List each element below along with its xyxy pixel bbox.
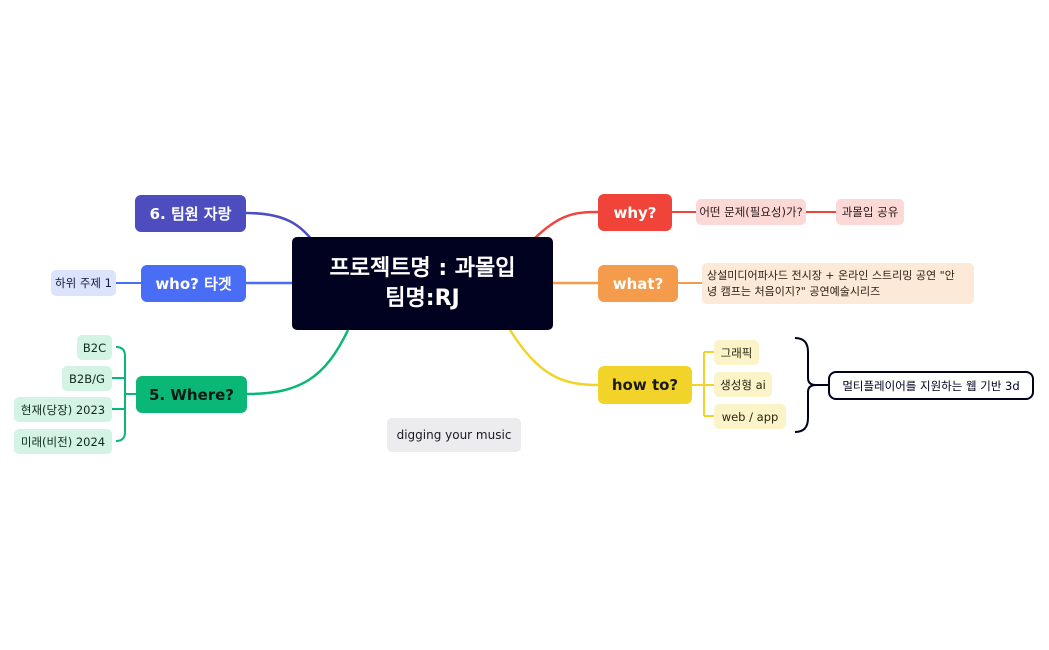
connector-team	[245, 211, 313, 241]
branch-why[interactable]: why?	[598, 194, 672, 231]
leaf-what-detail-line1: 상설미디어파사드 전시장 + 온라인 스트리밍 공연 "안	[707, 268, 955, 282]
leaf-how-web[interactable]: web / app	[714, 404, 786, 429]
leaf-what-detail[interactable]: 상설미디어파사드 전시장 + 온라인 스트리밍 공연 "안 녕 캠프는 처음이지…	[702, 263, 974, 304]
branch-who[interactable]: who? 타겟	[141, 265, 246, 302]
summary-note[interactable]: 멀티플레이어를 지원하는 웹 기반 3d	[828, 371, 1034, 400]
leaf-how-graphic[interactable]: 그래픽	[714, 340, 759, 365]
branch-where-label: 5. Where?	[148, 385, 235, 404]
connector-where	[246, 329, 350, 396]
leaf-where-b2c[interactable]: B2C	[77, 335, 112, 360]
leaf-where-now[interactable]: 현재(당장) 2023	[14, 397, 112, 422]
branch-how-label: how to?	[611, 376, 679, 394]
central-topic[interactable]: 프로젝트명 : 과몰입 팀명:RJ	[292, 237, 553, 330]
summary-note-label: 멀티플레이어를 지원하는 웹 기반 3d	[842, 378, 1020, 393]
leaf-why-problem-label: 어떤 문제(필요성)가?	[699, 205, 803, 219]
branch-what-label: what?	[612, 274, 664, 293]
branch-how[interactable]: how to?	[598, 366, 692, 404]
branch-where[interactable]: 5. Where?	[136, 376, 247, 413]
connector-how-items	[692, 350, 714, 417]
floating-topic[interactable]: digging your music	[387, 418, 521, 452]
connector-where-items	[110, 346, 136, 442]
leaf-who-sub[interactable]: 하위 주제 1	[51, 270, 116, 296]
leaf-why-problem[interactable]: 어떤 문제(필요성)가?	[696, 199, 806, 225]
floating-topic-label: digging your music	[396, 428, 512, 442]
leaf-how-ai[interactable]: 생성형 ai	[714, 372, 772, 397]
connector-why	[534, 210, 599, 239]
leaf-where-b2b-label: B2B/G	[69, 371, 105, 386]
leaf-how-graphic-label: 그래픽	[720, 345, 753, 360]
branch-who-label: who? 타겟	[155, 275, 232, 293]
branch-team-label: 6. 팀원 자랑	[149, 205, 232, 223]
leaf-why-share[interactable]: 과몰입 공유	[836, 199, 904, 225]
leaf-what-detail-line2: 녕 캠프는 처음이지?" 공연예술시리즈	[707, 284, 881, 298]
leaf-how-ai-label: 생성형 ai	[720, 377, 766, 392]
central-topic-title: 프로젝트명 : 과몰입	[329, 255, 516, 281]
central-topic-team: 팀명:RJ	[385, 285, 460, 311]
leaf-where-b2b[interactable]: B2B/G	[62, 366, 112, 391]
leaf-why-share-label: 과몰입 공유	[841, 205, 899, 219]
connector-how	[508, 329, 599, 387]
summary-brace	[794, 337, 817, 433]
leaf-how-web-label: web / app	[721, 409, 779, 424]
branch-team[interactable]: 6. 팀원 자랑	[135, 195, 246, 232]
leaf-who-sub-label: 하위 주제 1	[55, 276, 112, 290]
leaf-where-now-label: 현재(당장) 2023	[20, 402, 106, 417]
leaf-where-b2c-label: B2C	[82, 340, 107, 355]
leaf-where-future-label: 미래(비전) 2024	[20, 434, 106, 449]
branch-why-label: why?	[613, 203, 657, 222]
leaf-where-future[interactable]: 미래(비전) 2024	[14, 429, 112, 454]
branch-what[interactable]: what?	[598, 265, 678, 302]
